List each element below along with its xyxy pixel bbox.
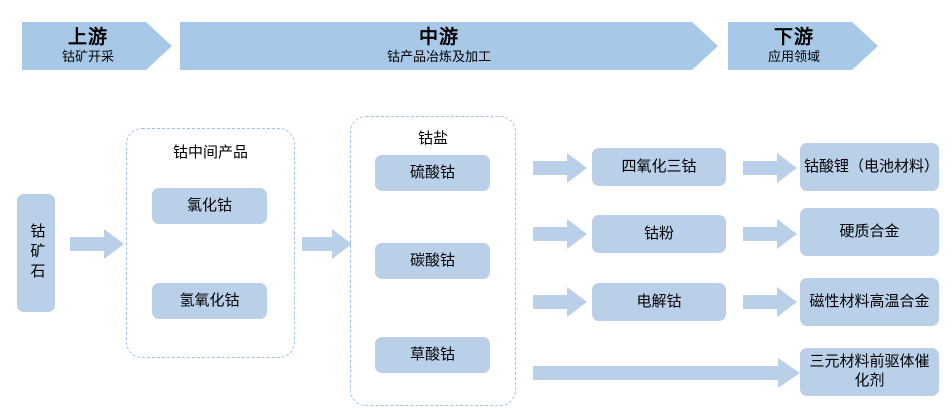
group-cobalt-salts: 钴盐 [350, 116, 516, 406]
node-cobalt-powder: 钴粉 [592, 215, 726, 253]
arrow-salts-to-tricobalt-tetroxide [533, 152, 587, 184]
node-lithium-cobaltate: 钴酸锂（电池材料） [800, 143, 939, 191]
arrow-salts-to-ternary-precursor [533, 358, 800, 388]
group-title-intermediate: 钴中间产品 [172, 144, 248, 161]
banner-subtitle-downstream: 应用领域 [767, 49, 820, 65]
group-cobalt-intermediate: 钴中间产品 [126, 128, 295, 358]
arrow-tricobalt-to-lithium-cobaltate [743, 152, 797, 184]
banner-title-upstream: 上游 [67, 27, 108, 49]
node-cobalt-carbonate: 碳酸钴 [375, 243, 490, 279]
node-ternary-precursor-catalyst: 三元材料前驱体催化剂 [800, 348, 939, 396]
arrow-salts-to-electrolytic-cobalt [533, 286, 587, 318]
node-cobalt-chloride: 氯化钴 [152, 188, 267, 224]
arrow-ore-to-intermediate [70, 228, 124, 260]
banner-subtitle-midstream: 钴产品冶炼及加工 [386, 49, 491, 65]
banner-title-midstream: 中游 [418, 27, 459, 49]
arrow-electrolytic-to-magnetic-materials [743, 286, 797, 318]
arrow-powder-to-cemented-carbide [743, 218, 797, 250]
arrow-salts-to-cobalt-powder [533, 218, 587, 250]
banner-segment-upstream: 上游 钴矿开采 [22, 22, 172, 70]
node-tricobalt-tetroxide: 四氧化三钴 [592, 148, 726, 186]
node-cobalt-hydroxide: 氢氧化钴 [152, 283, 267, 319]
banner-subtitle-upstream: 钴矿开采 [61, 49, 114, 65]
node-electrolytic-cobalt: 电解钴 [592, 283, 726, 321]
node-cobalt-ore: 钴矿石 [17, 194, 55, 312]
banner-segment-downstream: 下游 应用领域 [728, 22, 878, 70]
arrow-intermediate-to-salts [302, 228, 352, 260]
node-cemented-carbide: 硬质合金 [800, 208, 939, 256]
banner-title-downstream: 下游 [773, 27, 814, 49]
node-magnetic-high-temp-alloy: 磁性材料高温合金 [800, 278, 939, 326]
node-cobalt-oxalate: 草酸钴 [375, 337, 490, 373]
group-title-salts: 钴盐 [417, 130, 448, 147]
node-cobalt-sulfate: 硫酸钴 [375, 155, 490, 191]
banner-segment-midstream: 中游 钴产品冶炼及加工 [180, 22, 718, 70]
